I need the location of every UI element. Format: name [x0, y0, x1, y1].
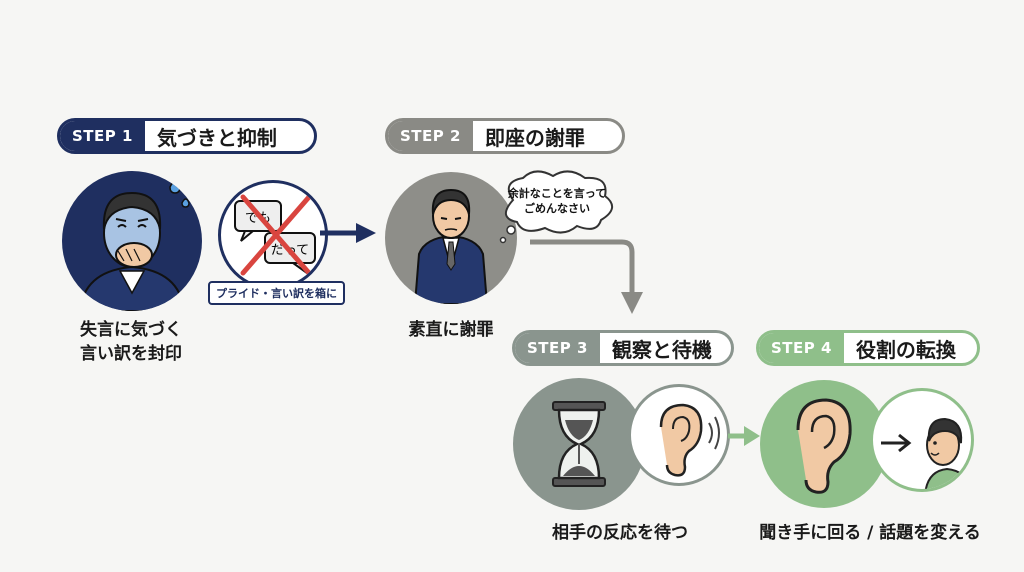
step4-ear-circle — [760, 380, 888, 508]
step1-person-circle — [62, 171, 202, 311]
thought-bubble-icon — [499, 170, 613, 244]
step2-header: STEP 2 即座の謝罪 — [385, 118, 625, 154]
step1-title: 気づきと抑制 — [156, 125, 277, 150]
worried-face-icon — [78, 180, 190, 311]
step4-person-circle — [870, 388, 974, 492]
step3-header: STEP 3 観察と待機 — [512, 330, 734, 366]
ear-icon — [796, 398, 852, 494]
step1-tag: STEP 1 — [60, 121, 145, 151]
step1-excuse-circle: でも だって — [218, 180, 328, 290]
bowing-person-icon — [413, 188, 489, 304]
arrow-right-icon — [728, 426, 760, 446]
step2-thought-text: 余計なことを言って ごめんなさい — [505, 186, 609, 216]
thought-line1: 余計なことを言って — [507, 187, 607, 200]
thought-line2: ごめんなさい — [524, 202, 590, 215]
arrow-right-icon — [320, 223, 376, 243]
ear-icon — [659, 403, 720, 477]
step3-caption: 相手の反応を待つ — [552, 523, 688, 543]
step4-title: 役割の転換 — [855, 337, 956, 362]
step3-title: 観察と待機 — [611, 337, 712, 362]
cross-out-icon: でも だって — [234, 194, 316, 276]
arrow-down-icon — [530, 239, 643, 314]
step4-header: STEP 4 役割の転換 — [756, 330, 980, 366]
step4-tag: STEP 4 — [759, 333, 844, 363]
step1-banner: プライド・言い訳を箱に — [208, 281, 345, 305]
speaking-person-icon — [881, 417, 971, 489]
step1-caption: 失言に気づく 言い訳を封印 — [66, 318, 196, 366]
step2-person-circle — [385, 172, 517, 304]
step1-caption-line2: 言い訳を封印 — [80, 344, 182, 364]
step4-caption: 聞き手に回る / 話題を変える — [759, 523, 981, 543]
step3-tag: STEP 3 — [515, 333, 600, 363]
hourglass-icon — [552, 401, 606, 487]
step2-title: 即座の謝罪 — [484, 125, 585, 150]
step3-hourglass-circle — [513, 378, 645, 510]
step1-header: STEP 1 気づきと抑制 — [57, 118, 317, 154]
step2-caption: 素直に謝罪 — [408, 320, 494, 340]
step3-ear-circle — [628, 384, 730, 486]
step1-caption-line1: 失言に気づく — [80, 320, 182, 340]
step2-tag: STEP 2 — [388, 121, 473, 151]
